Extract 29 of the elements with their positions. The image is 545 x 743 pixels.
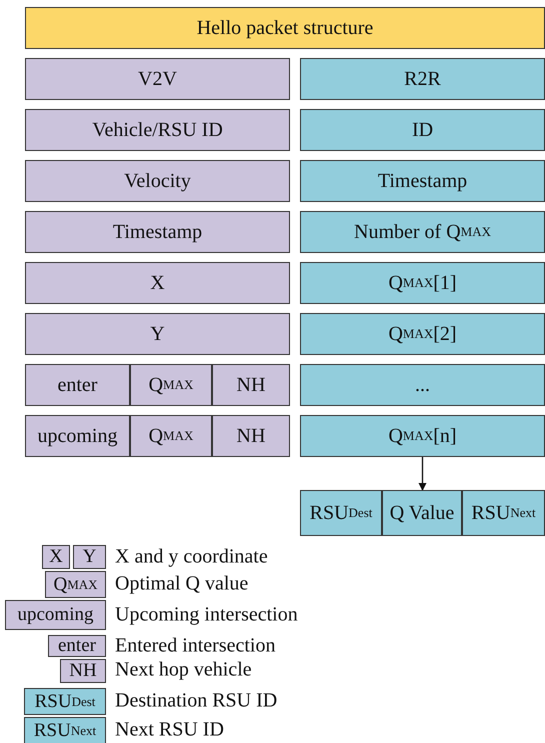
legend-sample: enter: [48, 635, 106, 657]
field-cell: upcoming: [25, 415, 130, 457]
field-cell: Y: [25, 313, 290, 355]
field-cell: V2V: [25, 58, 290, 100]
legend-text: Next hop vehicle: [115, 658, 252, 682]
legend-sample: Y: [73, 545, 106, 569]
field-cell: ...: [300, 364, 545, 406]
legend-text: X and y coordinate: [115, 546, 268, 568]
field-cell: NH: [212, 364, 290, 406]
field-cell: Velocity: [25, 160, 290, 202]
field-cell: R2R: [300, 58, 545, 100]
legend-sample: X: [42, 545, 70, 569]
legend-sample: upcoming: [5, 600, 106, 630]
field-cell: Vehicle/RSU ID: [25, 109, 290, 151]
field-cell: NH: [212, 415, 290, 457]
field-cell: X: [25, 262, 290, 304]
field-cell: enter: [25, 364, 130, 406]
legend-sample: NH: [60, 659, 106, 683]
field-cell: ID: [300, 109, 545, 151]
field-cell: Timestamp: [300, 160, 545, 202]
legend-text: Entered intersection: [115, 634, 276, 658]
legend-text: Destination RSU ID: [115, 690, 278, 712]
legend-text: Optimal Q value: [115, 572, 248, 596]
legend-text: Upcoming intersection: [115, 604, 298, 626]
field-cell: Q Value: [382, 490, 462, 536]
title-bar: Hello packet structure: [25, 7, 545, 49]
legend-text: Next RSU ID: [115, 718, 224, 742]
arrow: [418, 457, 426, 491]
field-cell: Timestamp: [25, 211, 290, 253]
